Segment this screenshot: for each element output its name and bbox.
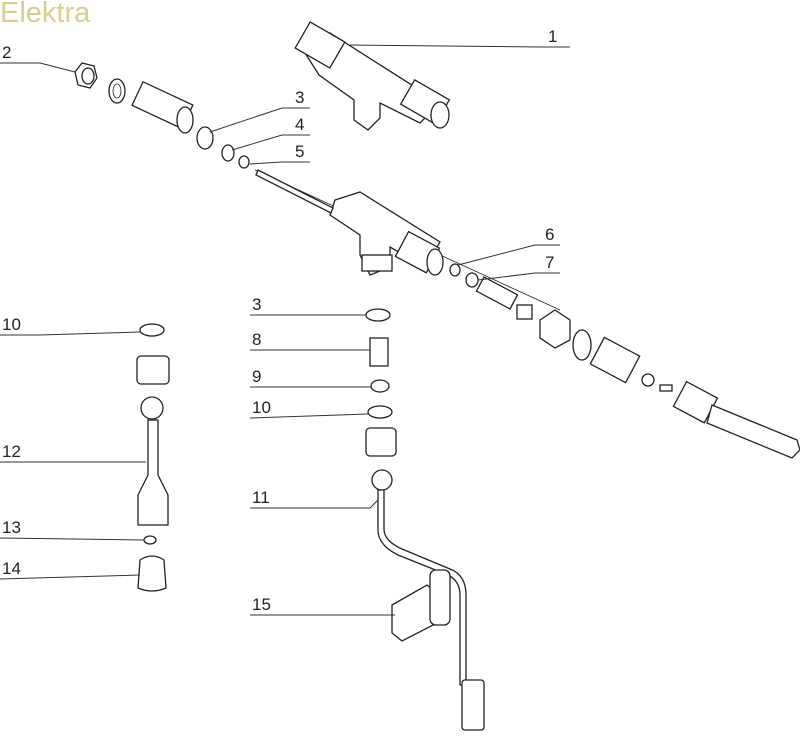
callout-8: 8 <box>252 330 261 349</box>
part-nut <box>74 62 98 89</box>
part-wand-ball <box>140 396 164 420</box>
part-valve-9 <box>370 379 390 393</box>
callout-1: 1 <box>548 27 557 46</box>
part-wand-tip <box>461 679 485 731</box>
part-cap <box>136 355 170 385</box>
callout-6: 6 <box>545 225 554 244</box>
callout-10-center: 10 <box>252 398 271 417</box>
part-gasket <box>572 329 592 361</box>
callout-4: 4 <box>295 115 304 134</box>
part-tee-body-lower <box>329 191 444 276</box>
part-7 <box>465 272 479 288</box>
part-o-ring-13 <box>143 535 157 545</box>
part-handle <box>706 404 800 459</box>
part-spring-8 <box>369 337 389 367</box>
callout-2: 2 <box>2 43 11 62</box>
part-tip-14 <box>137 555 167 592</box>
part-sleeve <box>589 336 641 384</box>
part-cap-b <box>365 427 397 457</box>
part-o-ring-3 <box>196 126 214 150</box>
part-wand-12 <box>137 419 169 526</box>
part-spring <box>475 276 519 310</box>
part-plug <box>516 304 533 320</box>
part-5 <box>238 155 250 169</box>
callout-14: 14 <box>2 559 21 578</box>
callout-3-center: 3 <box>252 295 261 314</box>
part-ball <box>641 373 655 387</box>
part-6 <box>449 263 461 277</box>
part-o-ring-3b <box>365 308 391 322</box>
callout-11: 11 <box>252 488 270 507</box>
callout-12: 12 <box>2 442 21 461</box>
part-pin <box>659 384 673 392</box>
part-tee-body <box>294 21 451 131</box>
callout-10-left: 10 <box>2 315 21 334</box>
brand-title: Elektra <box>0 0 91 29</box>
part-washer <box>108 78 126 104</box>
callout-15: 15 <box>252 595 271 614</box>
part-spindle <box>255 169 334 214</box>
callout-3: 3 <box>295 88 304 107</box>
callout-5: 5 <box>295 142 304 161</box>
part-seal-10 <box>139 323 165 337</box>
part-cap-nut <box>539 309 571 349</box>
part-seal-10b <box>367 405 393 419</box>
part-wand-ball-b <box>371 469 393 491</box>
callout-9: 9 <box>252 367 261 386</box>
callout-13: 13 <box>2 518 21 537</box>
part-4 <box>221 144 235 162</box>
callout-7: 7 <box>545 253 554 272</box>
part-union-fitting <box>131 80 194 134</box>
part-clip-15-body <box>429 569 451 626</box>
